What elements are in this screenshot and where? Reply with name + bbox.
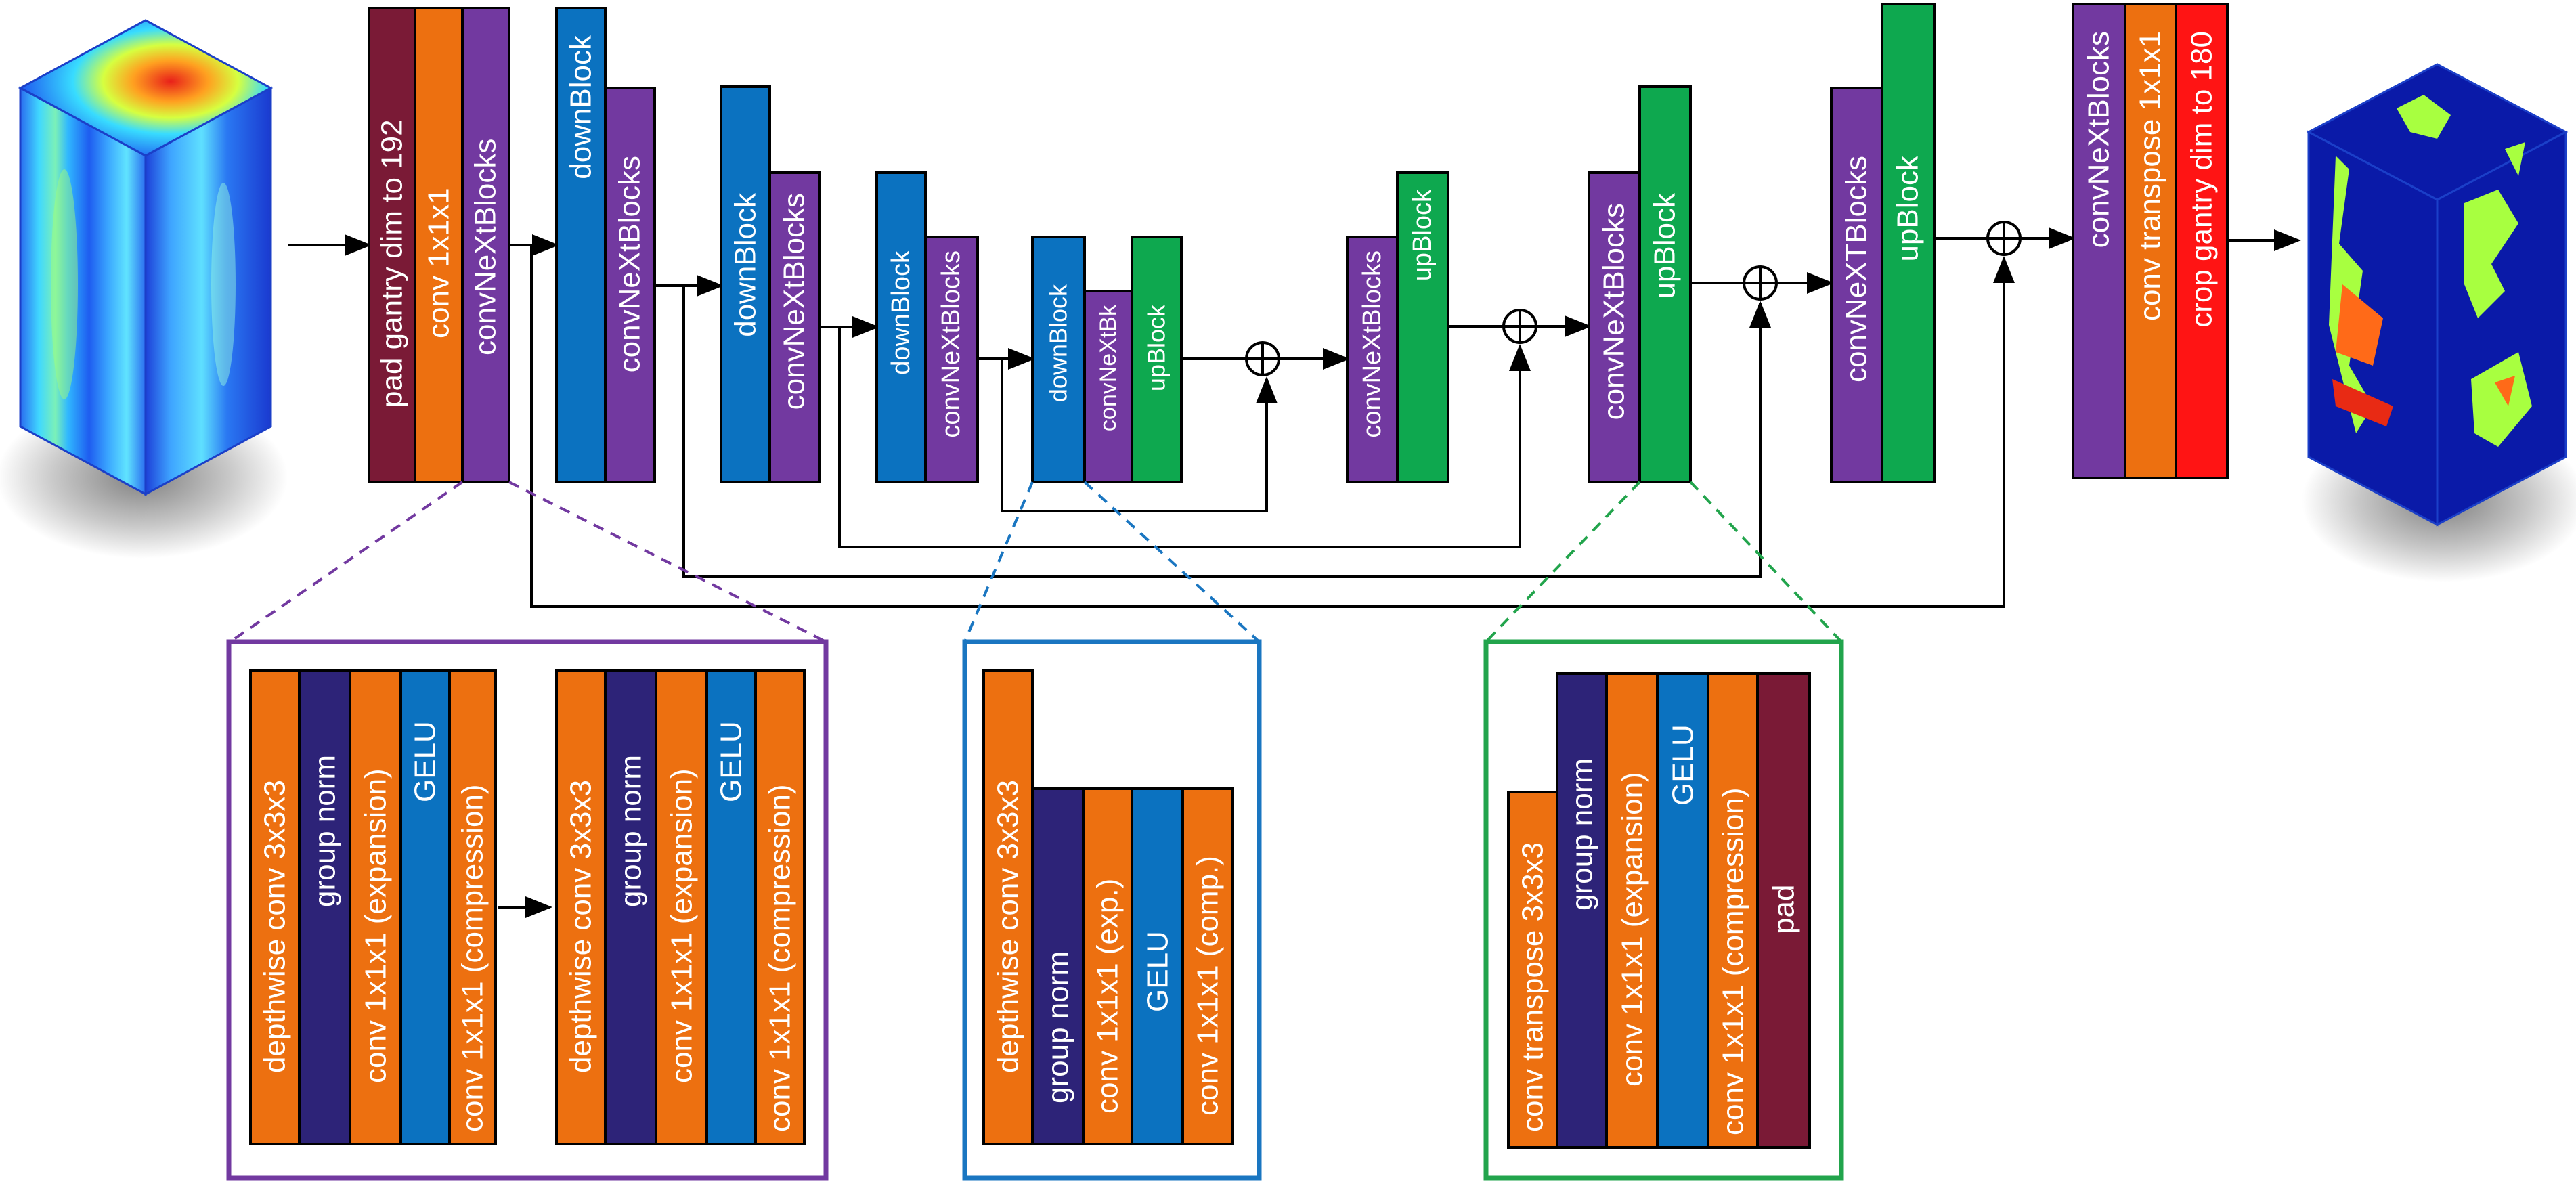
block-convnext-3-label: convNeXtBlocks — [778, 193, 811, 410]
zoom-lines-convnext — [229, 481, 827, 643]
convnext-a-group-norm-label: group norm — [309, 755, 342, 907]
upblock-group-norm-label: group norm — [1566, 758, 1599, 911]
block-convnext-1-label: convNeXtBlocks — [469, 139, 502, 355]
block-conv-transpose-label: conv transpose 1x1x1 — [2134, 31, 2167, 321]
detail-box-downblock — [962, 639, 1262, 1181]
convnext-a-gelu — [399, 669, 451, 1145]
block-up-2-label: upBlock — [1408, 189, 1437, 281]
block-convnext-8-label: convNeXtBlocks — [2082, 31, 2116, 248]
convnext-b-gelu — [705, 669, 757, 1145]
upblock-conv-compression — [1707, 672, 1759, 1149]
block-convnext-6-label: convNeXtBlocks — [1598, 203, 1631, 420]
downblock-gelu-label: GELU — [1141, 931, 1175, 1012]
block-up-4-label: upBlock — [1892, 155, 1925, 262]
convnext-a-conv-expansion — [349, 669, 402, 1145]
upblock-conv-compression-label: conv 1x1x1 (compression) — [1717, 787, 1750, 1135]
block-conv-transpose — [2124, 3, 2177, 479]
convnext-b-conv-expansion-label: conv 1x1x1 (expansion) — [665, 768, 699, 1083]
detail-box-convnext — [226, 639, 829, 1181]
block-down-3-label: downBlock — [887, 250, 915, 375]
downblock-conv-comp — [1181, 787, 1234, 1145]
upblock-pad-label: pad — [1768, 885, 1801, 934]
block-convnext-7 — [1830, 87, 1883, 483]
upblock-gelu — [1656, 672, 1709, 1149]
upblock-group-norm — [1556, 672, 1608, 1149]
block-up-1-label: upBlock — [1143, 304, 1171, 391]
block-down-2-label: downBlock — [729, 192, 762, 337]
block-crop-gantry-label: crop gantry dim to 180 — [2185, 31, 2219, 328]
convnext-b-depthwise-conv — [555, 669, 607, 1145]
sum-node-3 — [1743, 265, 1778, 301]
convnext-b-gelu-label: GELU — [715, 721, 748, 802]
downblock-conv-exp — [1082, 787, 1133, 1145]
downblock-group-norm — [1031, 787, 1085, 1145]
block-convnext-3 — [768, 171, 821, 483]
convnext-a-conv-compression — [448, 669, 497, 1145]
convnext-b-conv-compression-label: conv 1x1x1 (compression) — [764, 784, 797, 1132]
upblock-conv-transpose-label: conv transpose 3x3x3 — [1516, 842, 1550, 1132]
block-pad-gantry-label: pad gantry dim to 192 — [376, 119, 409, 408]
downblock-conv-comp-label: conv 1x1x1 (comp.) — [1192, 856, 1225, 1116]
upblock-conv-expansion-label: conv 1x1x1 (expansion) — [1616, 772, 1649, 1087]
skip-connection-1 — [1001, 359, 1278, 512]
block-convnext-7-label: convNeXTBlocks — [1840, 156, 1873, 382]
block-pad-gantry — [368, 7, 416, 483]
block-convnext-4 — [924, 236, 979, 483]
upblock-pad — [1756, 672, 1811, 1149]
block-crop-gantry — [2175, 3, 2229, 479]
convnext-b-conv-compression — [754, 669, 806, 1145]
block-down-4-label: downBlock — [1045, 284, 1072, 402]
skip-connection-3 — [682, 286, 1771, 578]
block-up-2 — [1396, 171, 1449, 483]
detail-box-upblock — [1483, 639, 1844, 1181]
downblock-conv-exp-label: conv 1x1x1 (exp.) — [1091, 879, 1125, 1114]
sum-node-4 — [1986, 221, 2022, 256]
output-volume-image — [2302, 63, 2576, 582]
block-down-1 — [555, 7, 607, 483]
convnext-a-conv-expansion-label: conv 1x1x1 (expansion) — [359, 768, 393, 1083]
block-convnext-5-label: convNeXtBlocks — [1358, 250, 1387, 438]
downblock-depthwise-conv — [982, 669, 1034, 1145]
input-volume-image — [0, 19, 288, 559]
block-down-3 — [875, 171, 927, 483]
convnext-a-gelu-label: GELU — [409, 721, 442, 802]
block-convnext-2 — [604, 87, 656, 483]
block-convnext-2-label: convNeXtBlocks — [613, 156, 647, 372]
block-up-3 — [1638, 85, 1692, 483]
block-conv-1x1x1 — [414, 7, 464, 483]
zoom-lines-downblock — [963, 481, 1261, 643]
block-convnext-5 — [1346, 236, 1399, 483]
block-convnext-1 — [461, 7, 510, 483]
block-convnext-8 — [2072, 3, 2126, 479]
convnext-b-group-norm-label: group norm — [615, 755, 648, 907]
downblock-group-norm-label: group norm — [1042, 951, 1075, 1103]
block-conv-1x1x1-label: conv 1x1x1 — [422, 188, 456, 338]
convnext-b-depthwise-conv-label: depthwise conv 3x3x3 — [565, 780, 598, 1073]
block-down-1-label: downBlock — [565, 35, 598, 179]
downblock-depthwise-conv-label: depthwise conv 3x3x3 — [992, 780, 1025, 1073]
block-up-1 — [1131, 236, 1183, 483]
convnext-a-depthwise-conv-label: depthwise conv 3x3x3 — [259, 780, 292, 1073]
skip-connection-4 — [530, 245, 2015, 608]
block-convnext-4-label: convNeXtBlocks — [937, 250, 965, 438]
sum-node-1 — [1245, 341, 1280, 376]
zoom-lines-upblock — [1485, 481, 1843, 643]
upblock-gelu-label: GELU — [1667, 724, 1700, 806]
block-convnext-bk-label: convNeXtBk — [1095, 304, 1121, 431]
sum-node-2 — [1502, 309, 1537, 344]
block-up-3-label: upBlock — [1649, 192, 1682, 299]
skip-connection-2 — [838, 327, 1531, 548]
convnext-a-conv-compression-label: conv 1x1x1 (compression) — [456, 784, 489, 1132]
block-up-4 — [1881, 3, 1936, 483]
